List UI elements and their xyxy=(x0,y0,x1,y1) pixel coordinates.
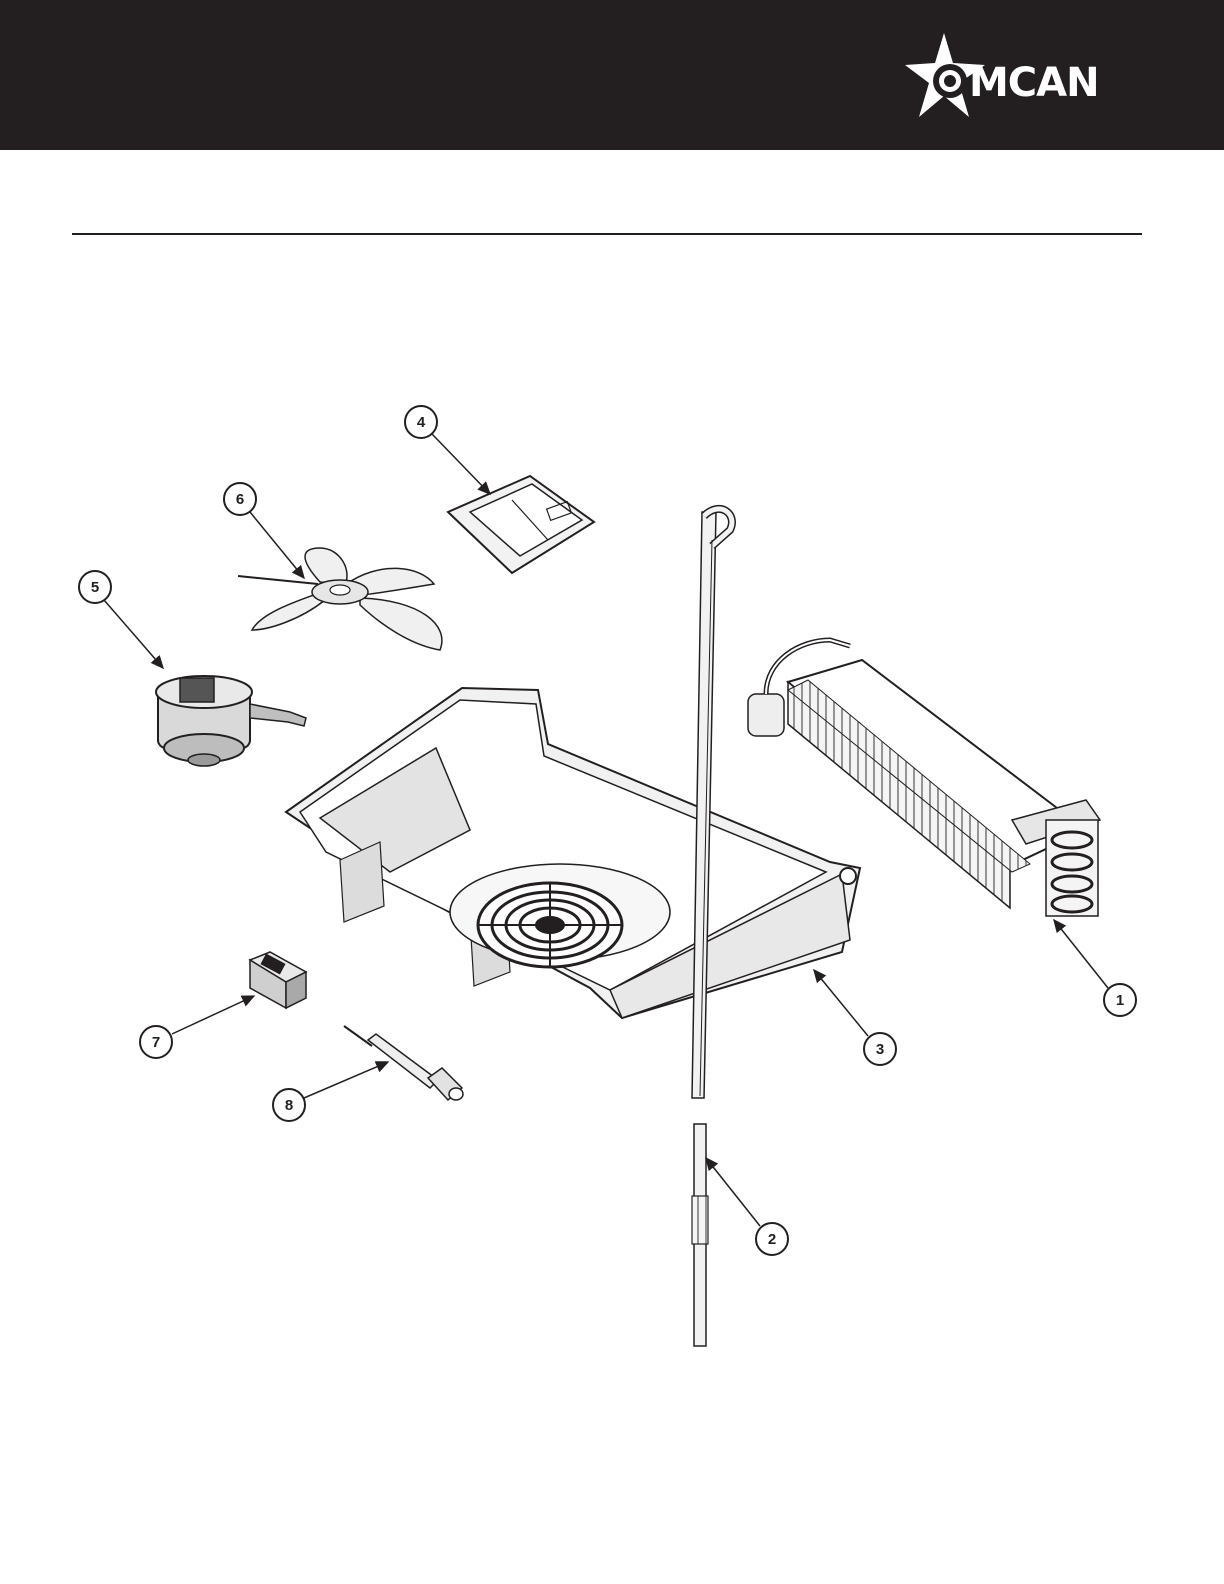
leader-line-7 xyxy=(172,996,254,1034)
callout-4-label: 4 xyxy=(417,414,426,431)
part-7-rocker-switch xyxy=(250,952,306,1008)
callout-3-label: 3 xyxy=(876,1041,884,1058)
callout-1: 1 xyxy=(1104,984,1136,1016)
callout-1-label: 1 xyxy=(1116,992,1124,1009)
part-8-temperature-sensor xyxy=(344,1026,463,1100)
callout-8: 8 xyxy=(273,1089,305,1121)
callout-2-label: 2 xyxy=(768,1231,776,1248)
callout-6: 6 xyxy=(224,483,256,515)
callout-3: 3 xyxy=(864,1033,896,1065)
part-6-fan-blade xyxy=(238,548,442,650)
callout-8-label: 8 xyxy=(285,1097,293,1114)
leader-line-5 xyxy=(104,600,163,668)
part-5-fan-motor xyxy=(156,676,306,766)
callout-4: 4 xyxy=(405,406,437,438)
callout-6-label: 6 xyxy=(236,491,244,508)
leader-line-6 xyxy=(250,512,304,578)
leader-line-4 xyxy=(432,434,490,494)
callout-5: 5 xyxy=(79,571,111,603)
callout-7: 7 xyxy=(140,1026,172,1058)
callout-5-label: 5 xyxy=(91,579,99,596)
callout-2: 2 xyxy=(756,1223,788,1255)
part-4-cover-bracket xyxy=(448,476,594,573)
part-3-drain-pan-housing xyxy=(286,688,860,1018)
leader-line-2 xyxy=(706,1158,760,1226)
leader-line-8 xyxy=(304,1062,388,1098)
fan-guard-grille xyxy=(478,883,622,967)
leader-line-3 xyxy=(814,970,868,1036)
callout-7-label: 7 xyxy=(152,1034,160,1051)
leader-line-1 xyxy=(1054,920,1108,988)
